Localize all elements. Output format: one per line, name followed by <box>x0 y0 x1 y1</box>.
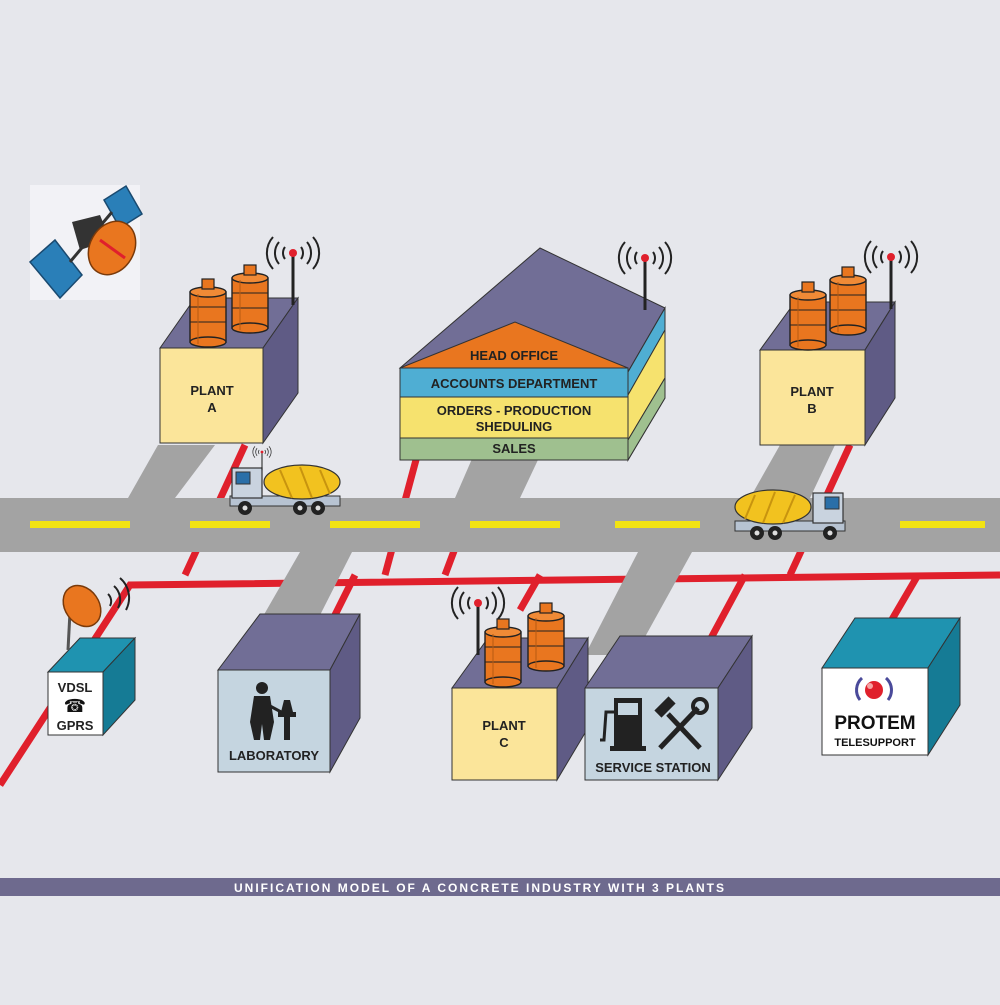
plant-a: PLANT A <box>159 235 321 445</box>
fuel-pump-icon <box>600 698 646 751</box>
laboratory-building: LABORATORY <box>217 613 361 774</box>
caption-band: UNIFICATION MODEL OF A CONCRETE INDUSTRY… <box>0 878 1000 896</box>
vdsl-label: VDSL <box>58 680 93 695</box>
tank-icon <box>527 602 565 672</box>
plant-a-letter: A <box>207 400 217 415</box>
head-office-building: HEAD OFFICE ACCOUNTS DEPARTMENT ORDERS -… <box>398 240 673 462</box>
plant-b-label: PLANT <box>790 384 833 399</box>
satellite-dish-icon <box>62 577 131 651</box>
sheduling-label: SHEDULING <box>476 419 553 434</box>
sales-label: SALES <box>492 441 536 456</box>
plant-b: PLANT B <box>759 239 919 447</box>
road-lane-markings <box>30 521 985 528</box>
protem-brand: PROTEM <box>834 713 915 734</box>
head-office-label: HEAD OFFICE <box>470 348 558 363</box>
tank-icon <box>789 281 827 351</box>
antenna-icon <box>252 445 272 471</box>
antenna-icon <box>265 235 321 307</box>
plant-a-label: PLANT <box>190 383 233 398</box>
scientist-icon <box>250 682 296 740</box>
diagram-caption: UNIFICATION MODEL OF A CONCRETE INDUSTRY… <box>234 881 726 895</box>
laboratory-label: LABORATORY <box>229 748 319 763</box>
service-station-label: SERVICE STATION <box>595 760 711 775</box>
tank-icon <box>231 264 269 334</box>
protem-box: PROTEM TELESUPPORT <box>821 616 961 757</box>
comms-box: VDSL ☎ GPRS <box>46 577 137 737</box>
gprs-label: GPRS <box>57 718 94 733</box>
antenna-icon <box>863 239 919 311</box>
plant-c-label: PLANT <box>482 718 525 733</box>
plant-c-letter: C <box>499 735 509 750</box>
hammer-icon <box>654 696 702 750</box>
plant-b-letter: B <box>807 401 816 416</box>
phone-icon: ☎ <box>64 696 86 717</box>
orders-production-label: ORDERS - PRODUCTION <box>437 403 592 418</box>
service-station-building: SERVICE STATION <box>584 634 753 782</box>
protem-logo-icon <box>855 676 893 701</box>
tank-icon <box>484 618 522 688</box>
plant-c: PLANT C <box>450 585 589 782</box>
tank-icon <box>189 278 227 348</box>
accounts-department-label: ACCOUNTS DEPARTMENT <box>431 376 598 391</box>
tank-icon <box>829 266 867 336</box>
protem-subtitle: TELESUPPORT <box>834 737 916 749</box>
satellite-icon <box>28 184 144 300</box>
